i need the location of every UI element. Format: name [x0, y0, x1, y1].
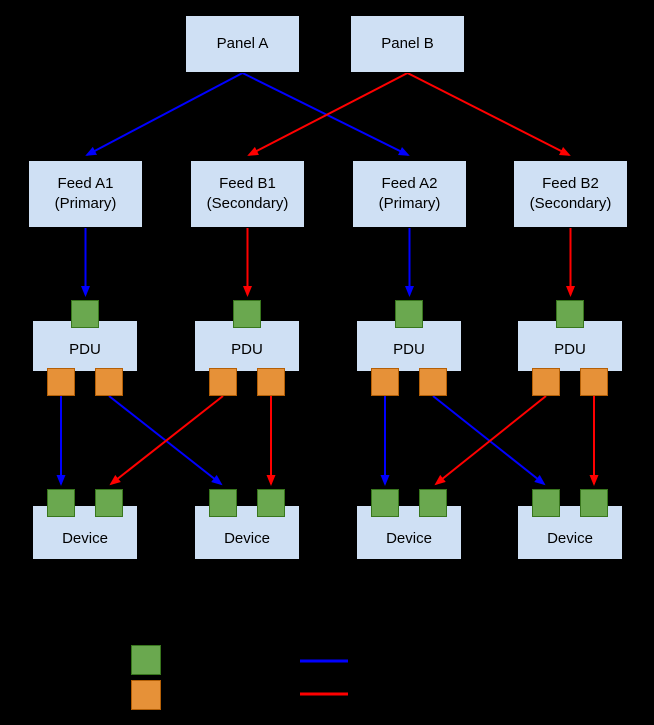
pdu-4-input-port-icon	[556, 300, 584, 328]
panel-b-to-feed-b2-arrow	[407, 72, 571, 156]
pdu-3-box: PDU	[356, 320, 462, 372]
pdu-3-label: PDU	[393, 340, 425, 358]
feed-b2-name: Feed B2	[542, 174, 599, 192]
pdu-2-input-port-icon	[233, 300, 261, 328]
device-1-input-port-right-icon	[95, 489, 123, 517]
pdu-2-label: PDU	[231, 340, 263, 358]
feed-b2-box: Feed B2 (Secondary)	[513, 160, 628, 228]
device-3-label: Device	[386, 530, 432, 548]
device-1-label: Device	[62, 530, 108, 548]
pdu-4-to-device-3-arrow	[434, 395, 547, 486]
device-2-label: Device	[224, 530, 270, 548]
pdu-2-to-device-1-arrow	[109, 395, 224, 486]
feed-b1-box: Feed B1 (Secondary)	[190, 160, 305, 228]
pdu-2-output-port-right-icon	[257, 368, 285, 396]
feed-b1-role: (Secondary)	[206, 195, 289, 212]
pdu-2-output-port-left-icon	[209, 368, 237, 396]
feed-a2-role: (Primary)	[378, 195, 441, 212]
feed-b2-role: (Secondary)	[529, 195, 612, 212]
panel-b-box: Panel B	[350, 15, 465, 73]
pdu-3-to-device-4-arrow	[432, 395, 546, 486]
panel-a-box: Panel A	[185, 15, 300, 73]
device-1-input-port-left-icon	[47, 489, 75, 517]
panel-b-label: Panel B	[381, 34, 434, 52]
feed-a1-name: Feed A1	[57, 174, 114, 192]
pdu-1-to-device-2-arrow	[108, 395, 223, 486]
device-2-input-port-right-icon	[257, 489, 285, 517]
pdu-1-label: PDU	[69, 340, 101, 358]
device-2-input-port-left-icon	[209, 489, 237, 517]
feed-a2-box: Feed A2 (Primary)	[352, 160, 467, 228]
pdu-4-label: PDU	[554, 340, 586, 358]
pdu-4-output-port-left-icon	[532, 368, 560, 396]
panel-b-to-feed-b1-arrow	[247, 72, 408, 156]
pdu-3-output-port-right-icon	[419, 368, 447, 396]
device-4-input-port-right-icon	[580, 489, 608, 517]
legend-orange-output-port-swatch-icon	[131, 680, 161, 710]
pdu-4-output-port-right-icon	[580, 368, 608, 396]
pdu-2-box: PDU	[194, 320, 300, 372]
legend-green-input-port-swatch-icon	[131, 645, 161, 675]
feed-a2-name: Feed A2	[381, 174, 438, 192]
device-4-label: Device	[547, 530, 593, 548]
pdu-1-box: PDU	[32, 320, 138, 372]
pdu-1-output-port-left-icon	[47, 368, 75, 396]
feed-a1-role: (Primary)	[54, 195, 117, 212]
feed-a1-box: Feed A1 (Primary)	[28, 160, 143, 228]
pdu-3-output-port-left-icon	[371, 368, 399, 396]
panel-a-to-feed-a1-arrow	[85, 72, 243, 156]
pdu-3-input-port-icon	[395, 300, 423, 328]
panel-a-label: Panel A	[216, 34, 269, 52]
device-4-input-port-left-icon	[532, 489, 560, 517]
pdu-1-output-port-right-icon	[95, 368, 123, 396]
panel-a-to-feed-a2-arrow	[242, 72, 410, 156]
device-3-input-port-left-icon	[371, 489, 399, 517]
pdu-4-box: PDU	[517, 320, 623, 372]
feed-b1-name: Feed B1	[219, 174, 276, 192]
device-3-input-port-right-icon	[419, 489, 447, 517]
pdu-1-input-port-icon	[71, 300, 99, 328]
